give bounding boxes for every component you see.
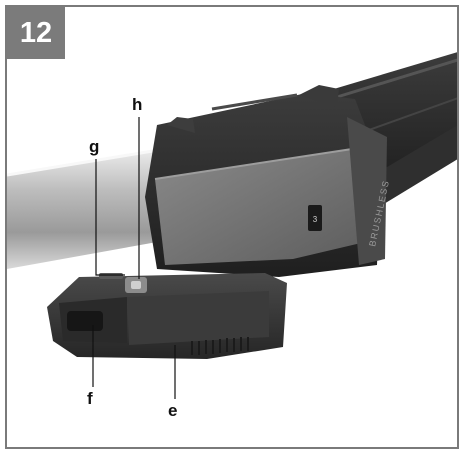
motor-housing: 3 BRUSHLESS <box>145 85 391 277</box>
callout-f: f <box>87 389 93 408</box>
charge-led-strip <box>99 273 123 279</box>
battery-pack <box>47 273 287 359</box>
callout-h: h <box>132 95 143 114</box>
tool-photo: 3 BRUSHLESS <box>7 52 457 399</box>
svg-text:3: 3 <box>313 215 318 224</box>
switch <box>308 205 322 231</box>
callout-e: e <box>168 401 178 420</box>
callout-g: g <box>89 137 100 156</box>
figure-number: 12 <box>7 7 65 59</box>
figure-frame: 12 <box>5 5 459 449</box>
callout-leaders <box>92 117 176 399</box>
